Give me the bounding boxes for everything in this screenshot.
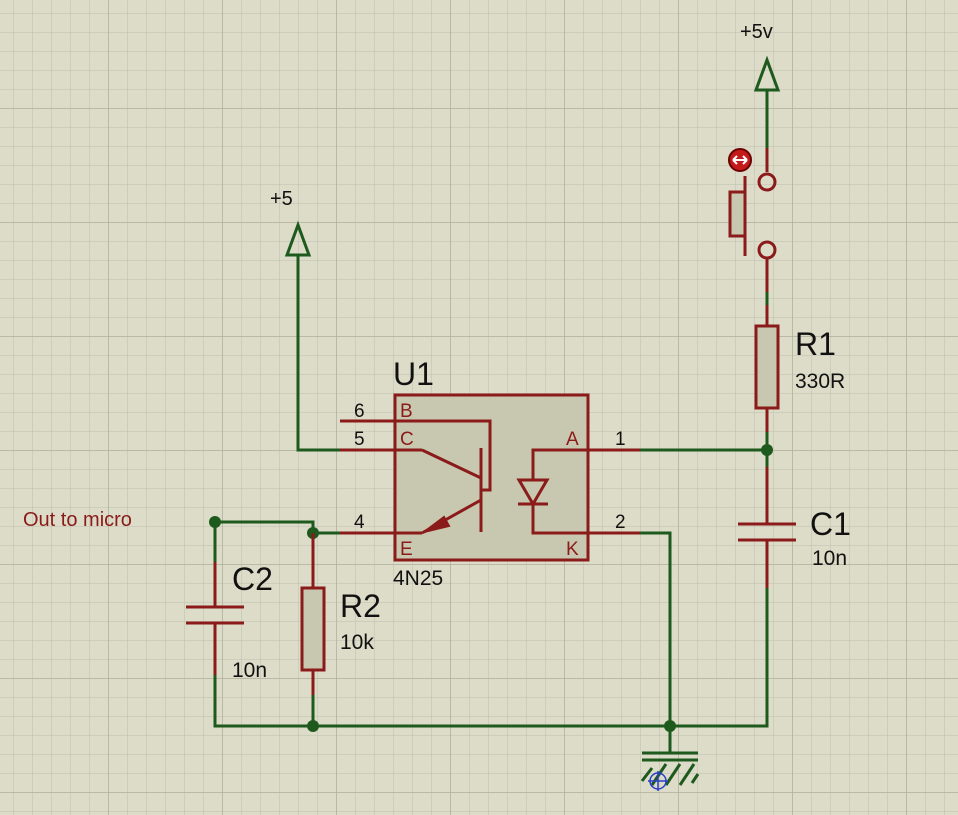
- led-icon: [516, 448, 588, 535]
- u1-pin-6-name: B: [400, 401, 413, 422]
- r1-reference: R1: [795, 326, 836, 362]
- capacitor-c1[interactable]: [738, 467, 796, 588]
- wire-c2-to-ground[interactable]: [213, 673, 672, 728]
- resistor-r1[interactable]: [754, 305, 780, 432]
- c2-value: 10n: [232, 659, 267, 682]
- u1-pin-2-number: 2: [615, 512, 626, 533]
- r2-reference: R2: [340, 588, 381, 624]
- u1-pin-5-name: C: [400, 429, 414, 450]
- c1-value: 10n: [812, 547, 847, 570]
- power-label-top: +5v: [740, 21, 773, 43]
- c2-reference: C2: [232, 561, 273, 597]
- u1-pin-1-number: 1: [615, 429, 626, 450]
- phototransistor-icon: [395, 419, 492, 535]
- wire-plus5-to-collector[interactable]: [296, 253, 342, 452]
- junction-output[interactable]: [209, 516, 221, 528]
- junction-anode[interactable]: [761, 444, 773, 456]
- u1-pin-2-name: K: [566, 539, 579, 560]
- u1-part-number: 4N25: [393, 567, 443, 590]
- u1-pin-4-name: E: [400, 539, 413, 560]
- ground-icon[interactable]: [640, 751, 700, 786]
- u1-reference: U1: [393, 356, 434, 392]
- resistor-r2[interactable]: [300, 533, 326, 695]
- wire-c1-to-ground[interactable]: [668, 586, 769, 728]
- push-button-switch[interactable]: [728, 148, 777, 292]
- probe-marker-icon[interactable]: [728, 148, 752, 172]
- u1-pin-4-number: 4: [354, 512, 365, 533]
- junction-ground-bus-r2[interactable]: [307, 720, 319, 732]
- power-arrow-icon: [753, 55, 781, 92]
- u1-pin-5-number: 5: [354, 429, 365, 450]
- r1-value: 330R: [795, 370, 845, 393]
- c1-reference: C1: [810, 506, 851, 542]
- junction-ground-bus[interactable]: [664, 720, 676, 732]
- optocoupler-u1[interactable]: [340, 393, 640, 562]
- u1-pin-1-name: A: [566, 429, 579, 450]
- crosshair-cursor-icon: [648, 771, 668, 791]
- power-label-left: +5: [270, 188, 293, 210]
- wire-emitter-to-output[interactable]: [213, 520, 342, 535]
- net-label-output[interactable]: Out to micro: [23, 509, 132, 531]
- wires: [213, 88, 769, 754]
- power-arrow-icon: [284, 220, 312, 257]
- capacitor-c2[interactable]: [186, 562, 244, 675]
- r2-value: 10k: [340, 631, 374, 654]
- power-terminal-top[interactable]: +5v: [740, 21, 781, 92]
- wire-cathode-to-ground[interactable]: [638, 531, 672, 754]
- power-terminal-left[interactable]: +5: [270, 188, 312, 257]
- u1-pin-6-number: 6: [354, 401, 365, 422]
